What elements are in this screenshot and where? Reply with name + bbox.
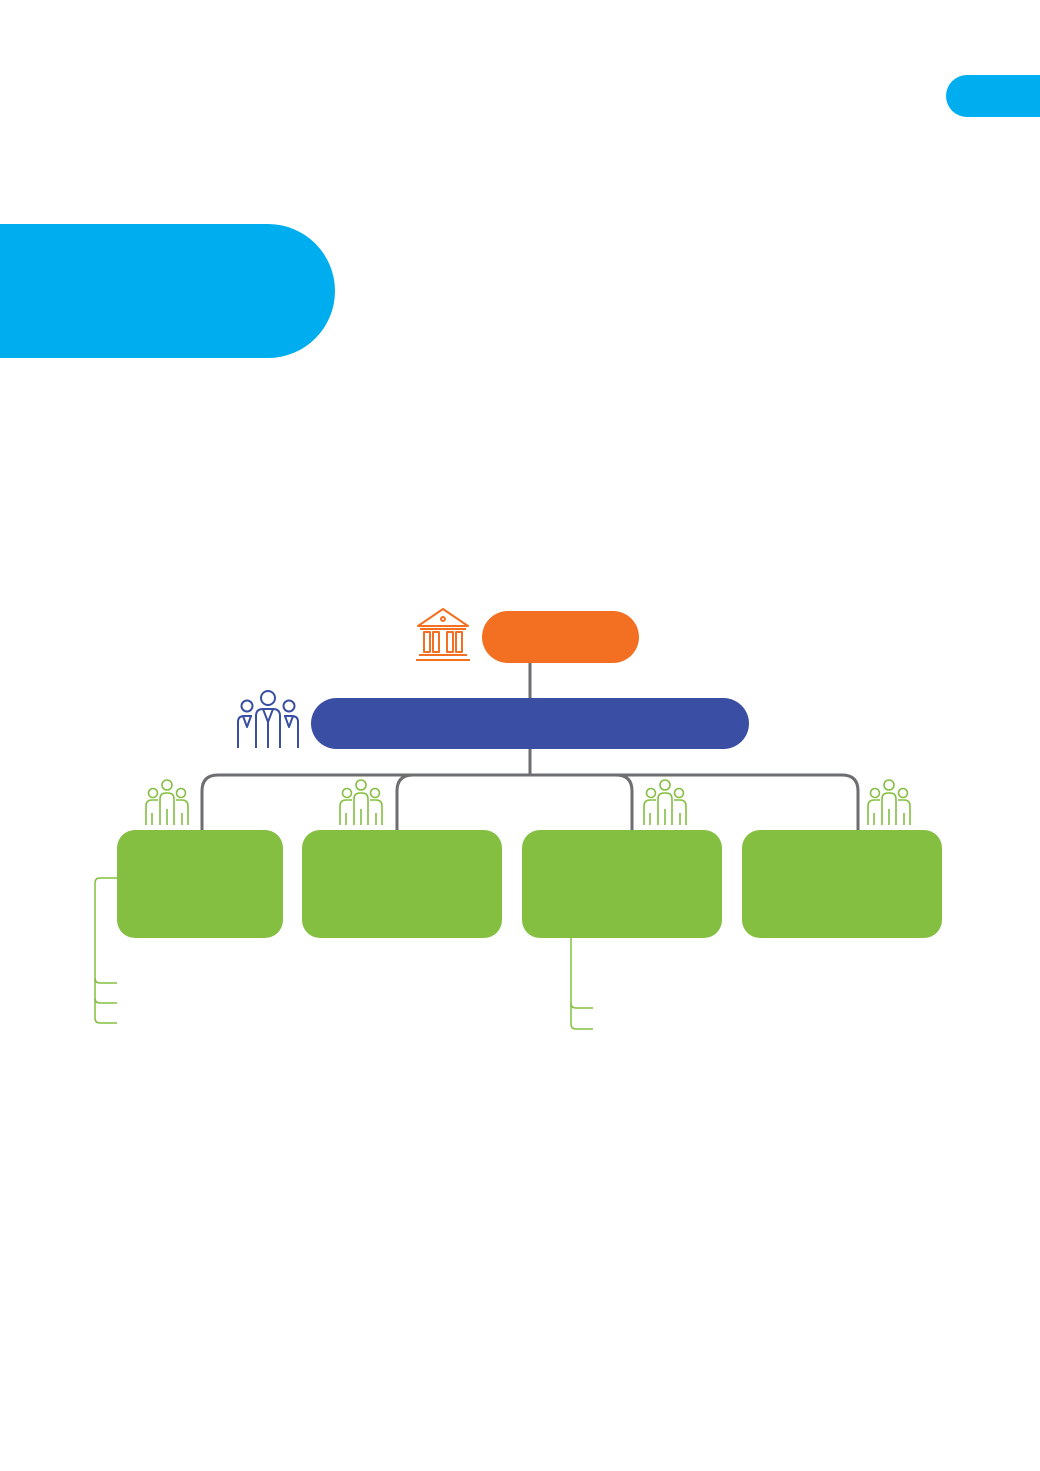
corner-tab — [946, 75, 1040, 117]
connector-lines — [200, 662, 860, 830]
unit-box-2 — [302, 830, 502, 938]
unit-box-1 — [117, 830, 283, 938]
sub-items-bracket-unit-1 — [94, 877, 117, 1024]
team-icon-unit-3 — [643, 779, 687, 826]
second-node — [311, 698, 749, 749]
top-node — [482, 611, 639, 663]
unit-box-3 — [522, 830, 722, 938]
connector-unit-3 — [615, 773, 634, 830]
connector-unit-2 — [395, 773, 414, 830]
team-icon-unit-1 — [145, 779, 189, 826]
team-icon-unit-4 — [867, 779, 911, 826]
sub-items-bracket-unit-3 — [570, 938, 593, 1030]
unit-box-4 — [742, 830, 942, 938]
executive-team-icon — [237, 690, 299, 748]
team-icon-unit-2 — [339, 779, 383, 826]
institution-building-icon — [416, 608, 470, 661]
connector-bus — [200, 773, 860, 830]
section-title-block — [0, 224, 335, 358]
